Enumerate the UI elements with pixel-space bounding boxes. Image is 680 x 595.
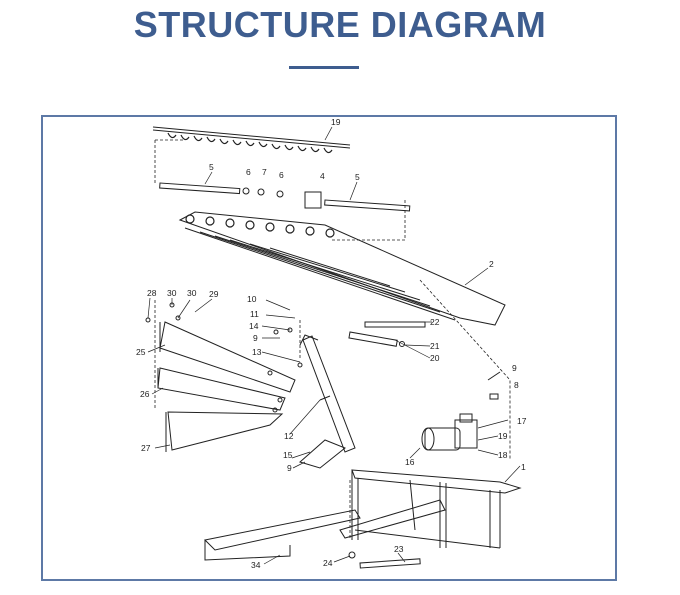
hinge-rail-part <box>152 126 351 154</box>
assembly-guides <box>154 139 511 540</box>
label-24: 24 <box>323 558 333 568</box>
label-29: 29 <box>209 289 219 299</box>
label-6b: 6 <box>279 170 284 180</box>
label-26: 26 <box>140 389 150 399</box>
main-cylinder-part <box>299 334 356 453</box>
toe-guard-parts <box>145 302 296 452</box>
label-12: 12 <box>284 431 294 441</box>
power-unit-part <box>421 413 478 451</box>
label-14: 14 <box>249 321 259 331</box>
label-16: 16 <box>405 457 415 467</box>
bracket-part <box>298 439 346 469</box>
label-9a: 9 <box>253 333 258 343</box>
label-11: 11 <box>250 309 259 319</box>
small-parts <box>273 327 501 400</box>
label-20: 20 <box>430 353 440 363</box>
label-9c: 9 <box>512 363 517 373</box>
label-5b: 5 <box>355 172 360 182</box>
page-title: STRUCTURE DIAGRAM <box>133 4 547 45</box>
label-27: 27 <box>141 443 151 453</box>
label-22: 22 <box>430 317 440 327</box>
label-15: 15 <box>283 450 293 460</box>
lip-cylinder-part <box>348 321 426 347</box>
hinge-pins <box>159 182 411 212</box>
lip-plate-part <box>178 211 506 326</box>
label-9b: 9 <box>287 463 292 473</box>
label-25: 25 <box>136 347 146 357</box>
label-2: 2 <box>489 259 494 269</box>
label-34: 34 <box>251 560 261 570</box>
label-28: 28 <box>147 288 157 298</box>
label-1: 1 <box>521 462 526 472</box>
title-underline <box>289 66 359 69</box>
label-13: 13 <box>252 347 262 357</box>
label-30a: 30 <box>167 288 177 298</box>
leader-lines <box>147 126 521 565</box>
label-21: 21 <box>430 341 440 351</box>
label-6a: 6 <box>246 167 251 177</box>
label-19: 19 <box>498 431 508 441</box>
label-4: 4 <box>320 171 325 181</box>
label-10: 10 <box>247 294 257 304</box>
label-18: 18 <box>498 450 508 460</box>
label-23: 23 <box>394 544 404 554</box>
base-frame-part <box>203 469 522 561</box>
diagram-frame <box>41 115 617 581</box>
label-5a: 5 <box>209 162 214 172</box>
label-17: 17 <box>517 416 527 426</box>
label-3: 19 <box>331 117 341 127</box>
label-30b: 30 <box>187 288 197 298</box>
label-8: 8 <box>514 380 519 390</box>
pins-lower-part <box>348 551 421 569</box>
label-7: 7 <box>262 167 267 177</box>
